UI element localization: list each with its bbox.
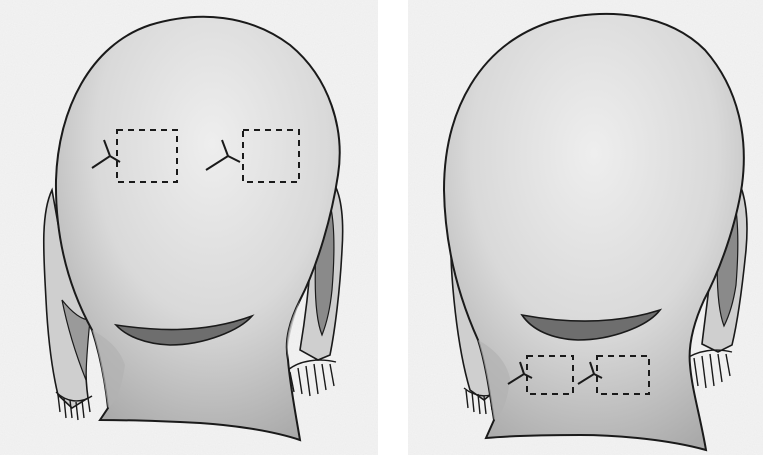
figure-canvas (0, 0, 763, 455)
figure-svg (0, 0, 763, 455)
